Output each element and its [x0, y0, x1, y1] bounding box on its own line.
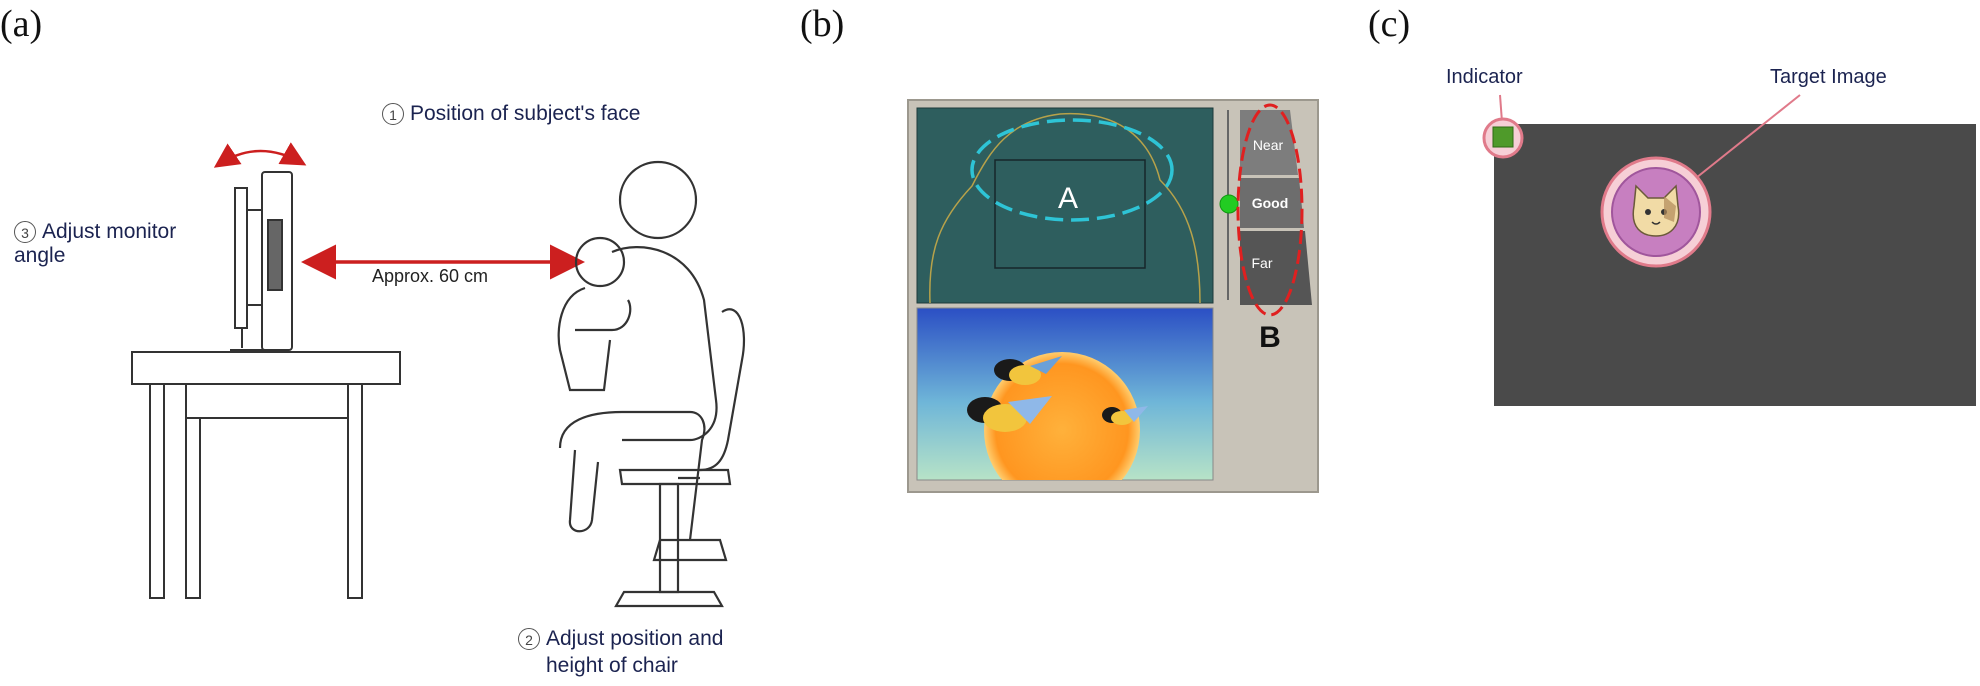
table-icon [131, 351, 401, 599]
step-2-number: 2 [518, 628, 540, 651]
panel-c-letter: (c) [1368, 3, 1411, 45]
step-1-label: 1 Position of subject's face [382, 102, 640, 126]
angle-arc-arrow [213, 142, 307, 168]
step-1-text: Position of subject's face [410, 102, 641, 125]
step-2-label: 2 Adjust position and height of chair [518, 625, 723, 679]
panel-b-letter: (b) [800, 3, 845, 45]
cat-face-icon [1632, 184, 1680, 237]
region-b-label: B [1259, 321, 1281, 354]
adult-figure-icon [558, 160, 728, 562]
bird-icon-3 [1102, 406, 1148, 425]
bird-icon-2 [967, 396, 1052, 432]
face-outline [929, 112, 1201, 304]
display-screen [1494, 124, 1976, 406]
step-3-line1: Adjust monitor [42, 220, 177, 243]
meter-near-cell [1240, 110, 1298, 175]
child-figure-icon [557, 236, 632, 392]
meter-far-cell [1240, 231, 1312, 305]
step-3-label: 3 Adjust monitor angle [14, 220, 176, 268]
step-2-line2: height of chair [546, 654, 678, 677]
bird-icon-1 [994, 356, 1062, 385]
meter-label-near: Near [1253, 137, 1284, 153]
indicator-square [1492, 126, 1514, 148]
meter-label-good: Good [1252, 195, 1289, 211]
face-oval [970, 118, 1174, 222]
step-3-number: 3 [14, 221, 36, 244]
step-2-line1: Adjust position and [546, 627, 724, 650]
region-a-box [994, 159, 1146, 269]
panel-a-letter: (a) [0, 3, 43, 45]
target-image-label: Target Image [1770, 66, 1887, 88]
indicator-label: Indicator [1446, 66, 1523, 88]
meter-highlight-oval [1236, 103, 1304, 317]
step-3-line2: angle [14, 244, 66, 267]
step-1-number: 1 [382, 103, 404, 126]
meter-good-cell [1240, 178, 1304, 228]
meter-indicator-dot [1219, 194, 1239, 214]
camera-view [916, 107, 1214, 304]
region-a-label: A [1058, 182, 1078, 215]
monitor-icon [230, 171, 293, 351]
chair-icon [614, 308, 746, 608]
meter-label-far: Far [1252, 255, 1273, 271]
